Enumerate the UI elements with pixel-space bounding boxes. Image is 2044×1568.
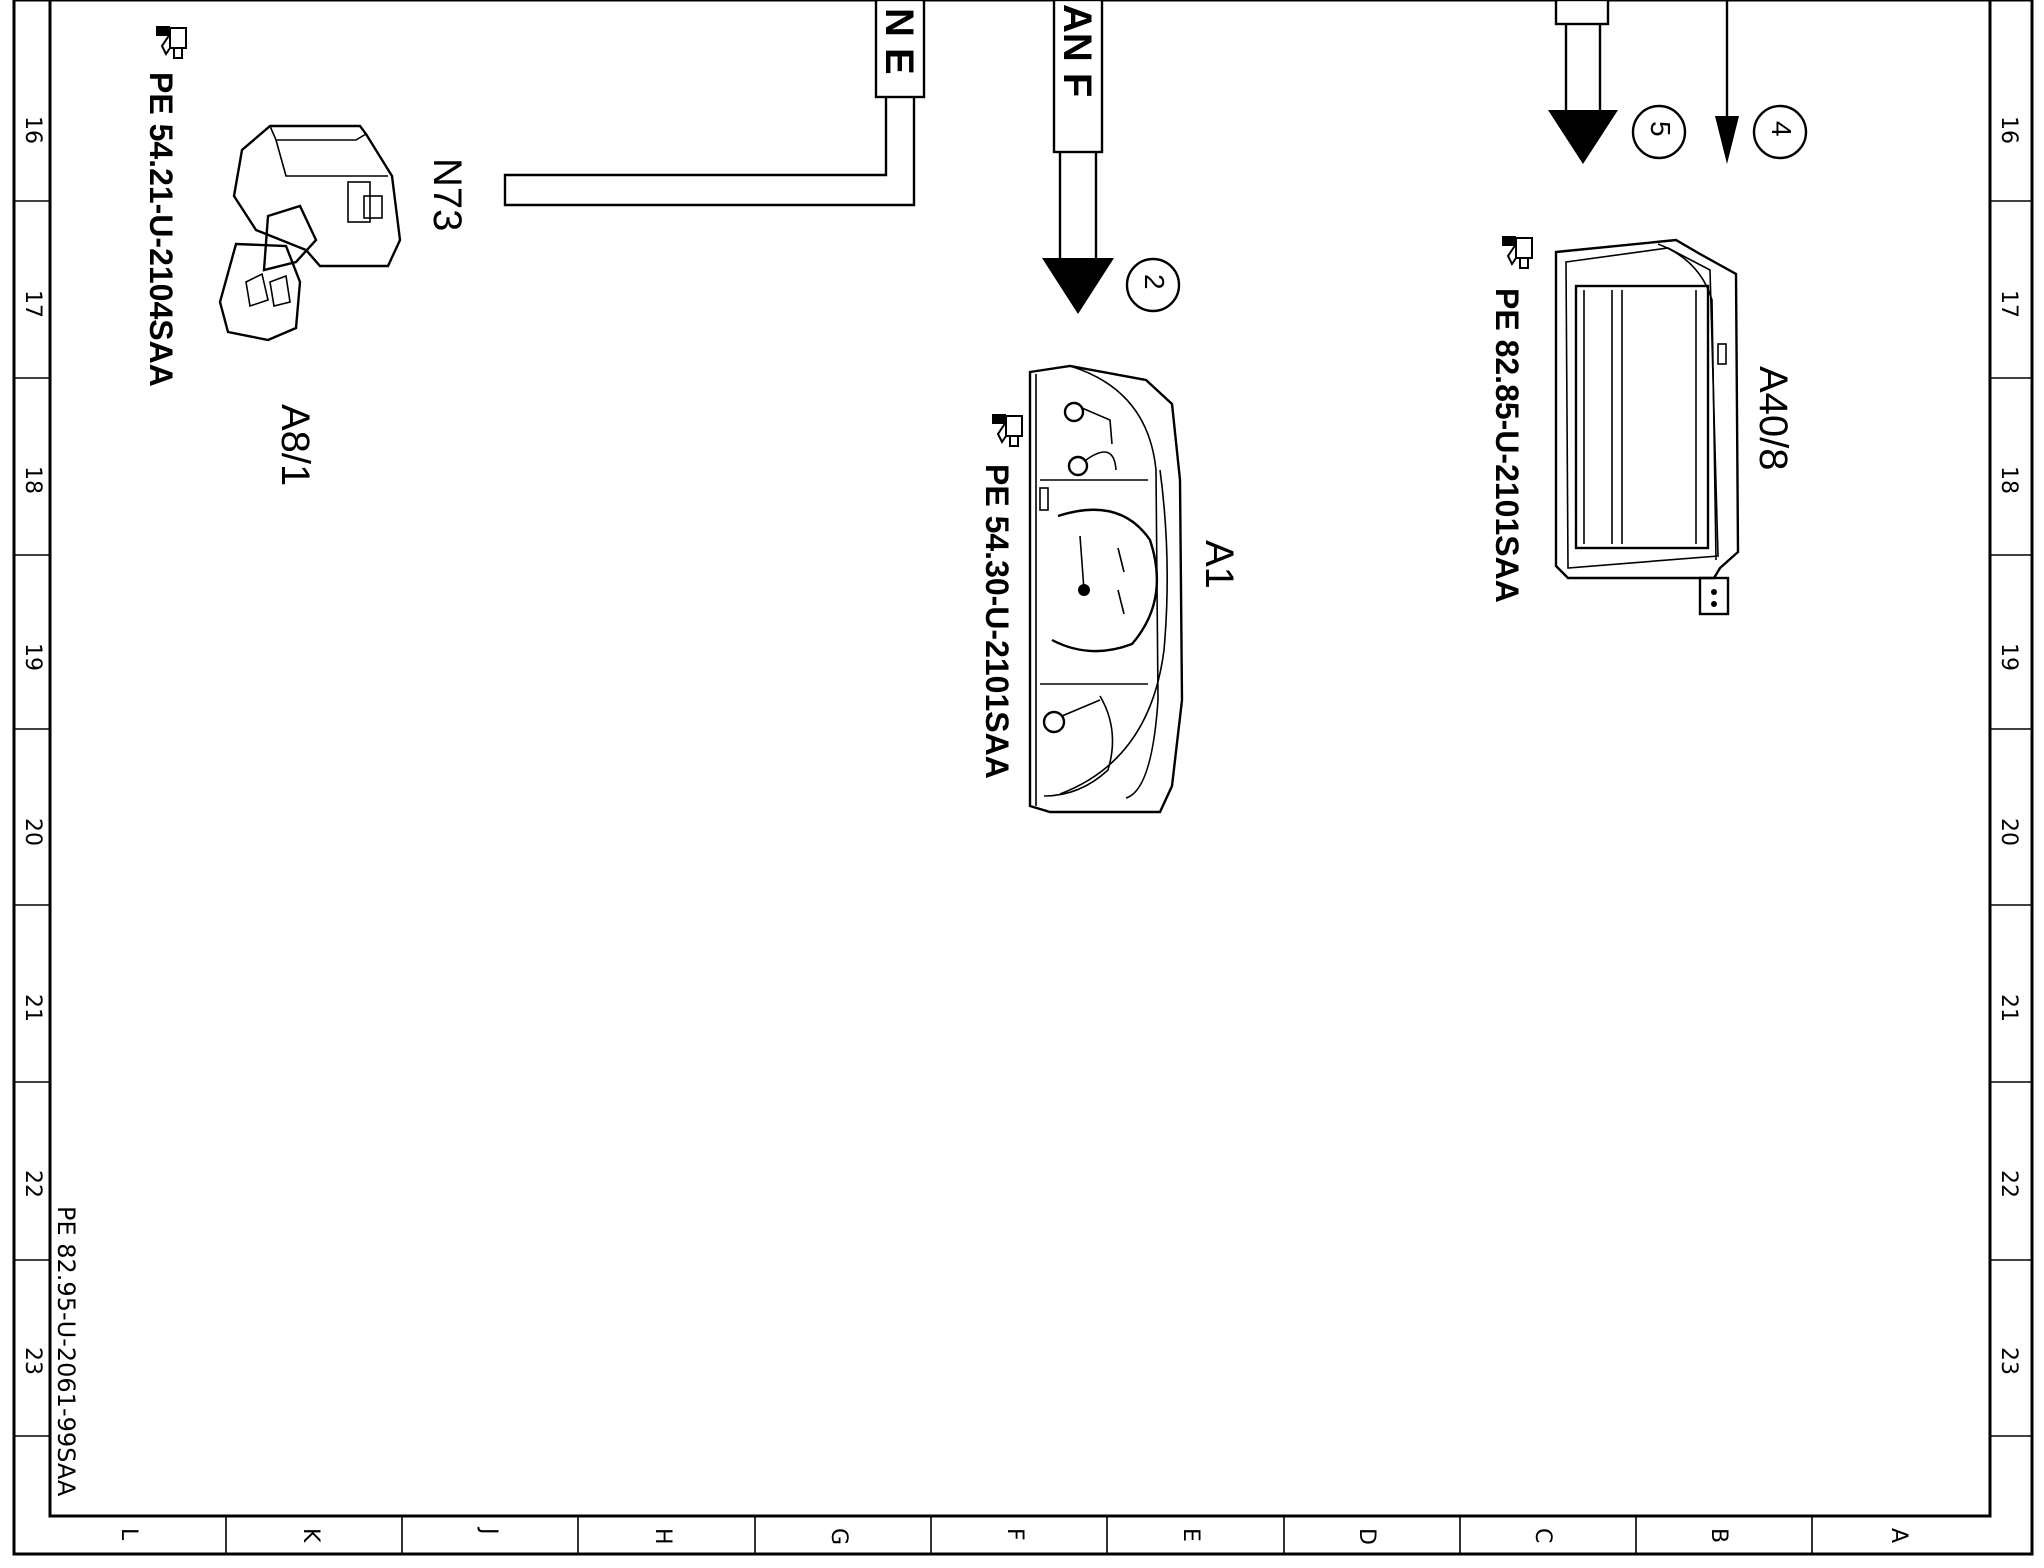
- column-label: J: [476, 1526, 501, 1535]
- pointing-hand-icon: [992, 414, 1023, 447]
- label-a1: A1: [1197, 540, 1241, 589]
- inner-frame: [48, 0, 1992, 1518]
- row-ticks-right: [1990, 200, 2032, 1437]
- column-label: E: [1178, 1528, 1203, 1542]
- column-label: A: [1886, 1528, 1911, 1543]
- row-labels-right: 16 17 18 19 20 21 22 23: [1996, 116, 2021, 1375]
- column-label: B: [1706, 1528, 1731, 1543]
- column-label: G: [826, 1528, 851, 1545]
- arrow-head: [1042, 258, 1114, 314]
- document-number: PE 82.95-U-2061-99SAA: [52, 1206, 80, 1497]
- component-a40-8: PE 82.85-U-2101SAA A40/8: [1489, 236, 1795, 616]
- row-label: 22: [20, 1170, 45, 1198]
- column-label: C: [1530, 1528, 1555, 1543]
- column-label: L: [116, 1528, 141, 1541]
- connection-point-4: 4: [1766, 121, 1797, 137]
- row-label: 19: [1996, 643, 2021, 671]
- row-label: 18: [1996, 466, 2021, 494]
- row-label: 23: [1996, 1347, 2021, 1375]
- wire-n73: N E: [503, 0, 926, 207]
- column-label: H: [650, 1528, 675, 1545]
- wire-label-an-f: AN F: [1055, 4, 1099, 97]
- row-label: 16: [20, 116, 45, 144]
- connection-point-5: 5: [1645, 121, 1676, 137]
- row-label: 20: [20, 818, 45, 846]
- pointing-hand-icon: [156, 26, 187, 59]
- row-label: 23: [20, 1347, 45, 1375]
- label-a40-8: A40/8: [1751, 366, 1795, 471]
- row-label: 21: [1996, 994, 2021, 1022]
- arrow-head: [1548, 110, 1618, 164]
- row-label: 18: [20, 466, 45, 494]
- wire-a40-8: 5 4: [1548, 0, 1808, 164]
- component-a8-1: PE 54.21-U-2104SAA A8/1: [143, 26, 402, 486]
- reference-a40-8: PE 82.85-U-2101SAA: [1489, 288, 1525, 603]
- row-labels-left: 16 17 18 19 20 21 22 23: [20, 116, 45, 1375]
- row-label: 19: [20, 643, 45, 671]
- component-a1: PE 54.30-U-2101SAA A1: [979, 364, 1241, 814]
- reference-a1: PE 54.30-U-2101SAA: [979, 464, 1015, 779]
- arrow-head: [1715, 116, 1739, 164]
- connection-point-2: 2: [1139, 274, 1170, 290]
- column-labels: L K J H G F E D C B A: [116, 1526, 1911, 1545]
- row-label: 17: [1996, 290, 2021, 318]
- column-ticks: [225, 1516, 1813, 1554]
- reference-a8-1: PE 54.21-U-2104SAA: [143, 72, 179, 387]
- label-n73: N73: [425, 158, 469, 231]
- row-label: 21: [20, 994, 45, 1022]
- row-label: 17: [20, 290, 45, 318]
- wire-label-n-e: N E: [877, 8, 921, 75]
- row-label: 20: [1996, 818, 2021, 846]
- row-label: 16: [1996, 116, 2021, 144]
- wire-a1: AN F 2: [1042, 0, 1181, 314]
- row-label: 22: [1996, 1170, 2021, 1198]
- column-label: D: [1354, 1528, 1379, 1545]
- pointing-hand-icon: [1502, 236, 1533, 269]
- outer-frame: [12, 0, 2034, 1556]
- label-a8-1: A8/1: [273, 404, 317, 486]
- column-label: K: [298, 1528, 323, 1543]
- column-label: F: [1002, 1528, 1027, 1541]
- row-ticks-left: [14, 200, 50, 1437]
